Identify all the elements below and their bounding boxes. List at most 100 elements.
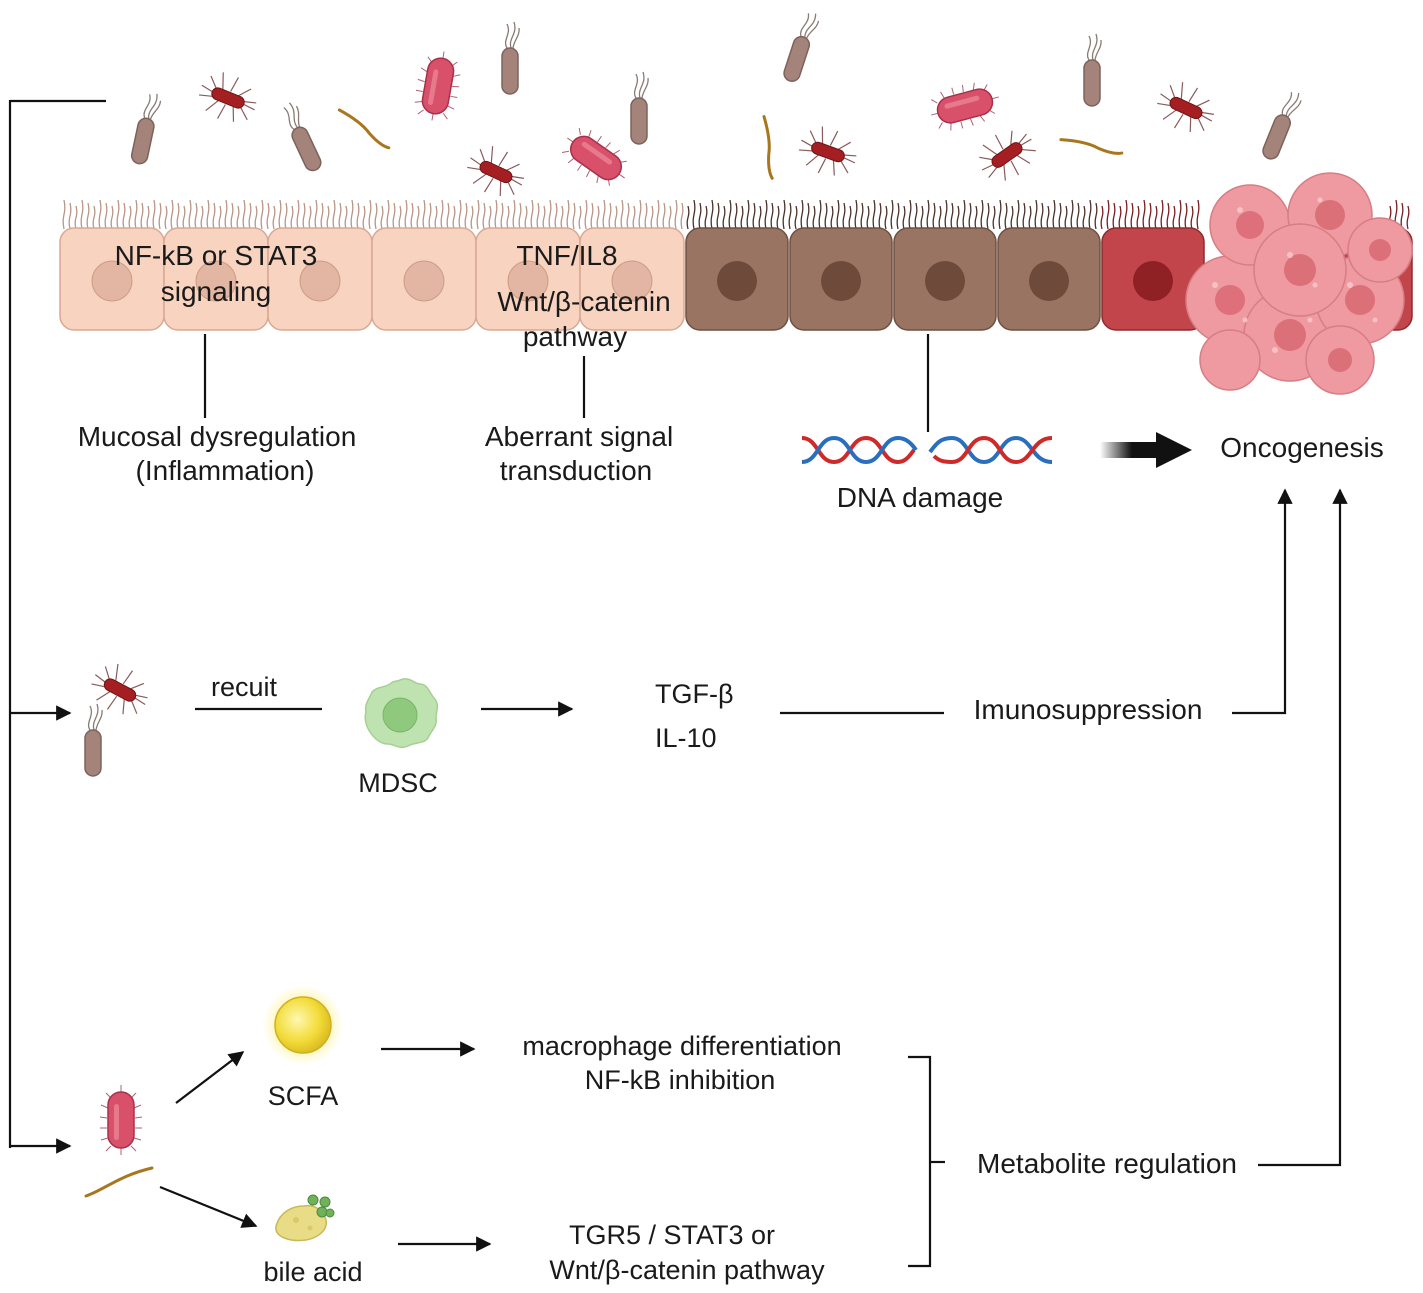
microvillus — [686, 205, 690, 230]
microvillus — [1028, 205, 1032, 230]
microvillus — [1154, 205, 1158, 230]
microvillus — [1040, 202, 1044, 230]
damaged-cells — [685, 227, 1101, 331]
immunosuppression-label: Imunosuppression — [974, 694, 1203, 725]
microvillus — [1064, 205, 1068, 230]
microvillus — [818, 199, 822, 230]
microvillus — [182, 205, 186, 230]
microvillus — [386, 199, 390, 230]
microvillus — [290, 205, 294, 230]
rod-bacterium-icon — [501, 21, 520, 95]
microvillus — [842, 202, 846, 230]
microvillus — [824, 202, 828, 230]
microvillus — [494, 199, 498, 230]
metabolite-bracket — [908, 1055, 945, 1268]
microvillus — [110, 205, 114, 230]
oncogenesis-label: Oncogenesis — [1220, 432, 1383, 463]
microvillus — [656, 199, 660, 230]
microvillus — [212, 202, 216, 230]
microvillus — [410, 202, 414, 230]
microvillus — [92, 205, 96, 230]
microvillus — [458, 199, 462, 230]
microvillus — [788, 202, 792, 230]
microvillus — [644, 202, 648, 230]
microvillus — [1160, 199, 1164, 230]
microvillus — [974, 205, 978, 230]
microvillus — [1406, 205, 1410, 230]
normal-cells — [59, 227, 685, 331]
tnf-il8-label: TNF/IL8 — [516, 240, 617, 271]
microvillus — [920, 205, 924, 230]
pink-bacterium-icon — [410, 47, 466, 125]
pathway-label: pathway — [523, 321, 627, 352]
microvillus — [146, 205, 150, 230]
microvillus — [230, 202, 234, 230]
microvillus — [86, 202, 90, 230]
microvillus — [440, 199, 444, 230]
microvillus — [194, 202, 198, 230]
microvillus — [506, 205, 510, 230]
microvillus — [350, 199, 354, 230]
microvillus — [710, 199, 714, 230]
microvillus — [116, 199, 120, 230]
microvillus — [770, 202, 774, 230]
microvillus — [356, 202, 360, 230]
macrophage-differentiation-label: macrophage differentiation — [522, 1031, 841, 1061]
microvillus — [782, 199, 786, 230]
microvillus — [704, 205, 708, 230]
microvillus — [590, 202, 594, 230]
microvillus — [812, 205, 816, 230]
microvillus — [128, 205, 132, 230]
microvillus — [200, 205, 204, 230]
microvillus — [938, 205, 942, 230]
microvillus — [332, 199, 336, 230]
microvilli — [62, 199, 1410, 230]
microvillus — [872, 199, 876, 230]
microvillus — [320, 202, 324, 230]
bile-acid-label: bile acid — [263, 1257, 362, 1287]
microvillus — [860, 202, 864, 230]
microvillus — [692, 199, 696, 230]
microvillus — [752, 202, 756, 230]
microvillus — [662, 202, 666, 230]
microvillus — [470, 205, 474, 230]
rod-bacterium-icon — [277, 99, 326, 174]
microvillus — [362, 205, 366, 230]
microvillus — [1046, 205, 1050, 230]
transduction-label: transduction — [500, 455, 653, 486]
metabolite-regulation-label: Metabolite regulation — [977, 1148, 1237, 1179]
microvillus — [302, 202, 306, 230]
microvillus — [1178, 199, 1182, 230]
microvillus — [1094, 202, 1098, 230]
microvillus — [548, 199, 552, 230]
to-scfa-arrow — [175, 1051, 245, 1104]
microvillus — [836, 199, 840, 230]
microvillus — [446, 202, 450, 230]
microvillus — [632, 205, 636, 230]
microvillus — [620, 199, 624, 230]
microvillus — [764, 199, 768, 230]
microvillus — [998, 199, 1002, 230]
rod-bacterium-icon — [781, 9, 822, 85]
microvillus — [392, 202, 396, 230]
microvillus — [626, 202, 630, 230]
microvillus — [638, 199, 642, 230]
microvillus — [728, 199, 732, 230]
microvillus — [746, 199, 750, 230]
microvillus — [518, 202, 522, 230]
mucosal-dysregulation-label: Mucosal dysregulation — [78, 421, 357, 452]
wnt-catenin-pathway-label: Wnt/β-catenin pathway — [549, 1255, 825, 1285]
microvillus — [716, 202, 720, 230]
microvillus — [560, 205, 564, 230]
rod-bacterium-icon — [129, 90, 163, 167]
microvillus — [62, 199, 66, 230]
microvillus — [524, 205, 528, 230]
mdsc-cell-icon — [364, 678, 439, 749]
microvillus — [404, 199, 408, 230]
microvillus — [1070, 199, 1074, 230]
microvillus — [308, 205, 312, 230]
microvillus — [296, 199, 300, 230]
branch-bracket — [8, 99, 106, 1154]
microvillus — [1172, 205, 1176, 230]
microvillus — [986, 202, 990, 230]
